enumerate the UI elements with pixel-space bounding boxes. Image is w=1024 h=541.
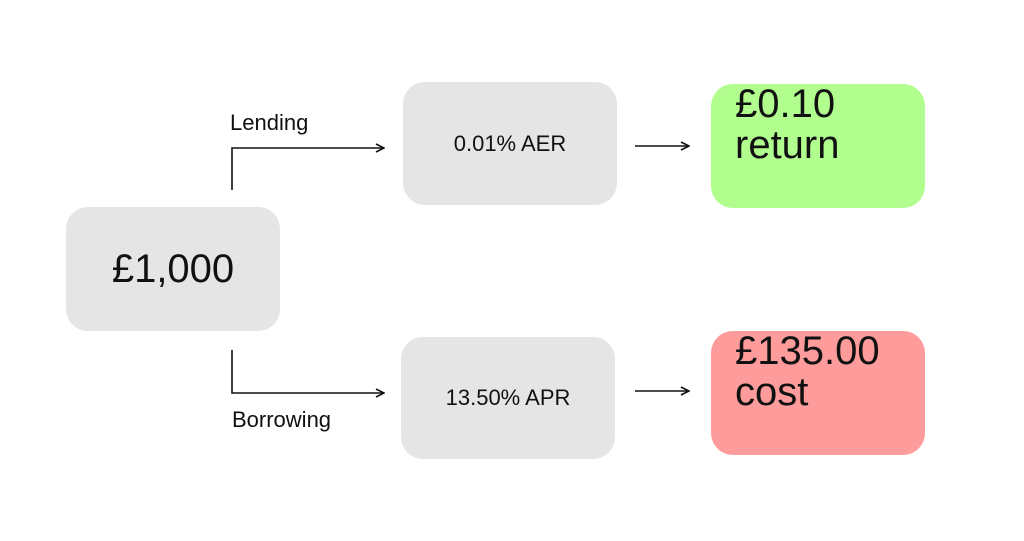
principal-amount: £1,000 [111, 246, 235, 291]
lending-label: Lending [230, 110, 309, 135]
borrowing-connector-arrow-icon [231, 350, 384, 393]
borrowing-result-amount: £135.00 [735, 329, 880, 373]
lending-connector-arrow-icon [231, 148, 384, 190]
borrowing-result-box: £135.00 cost [711, 331, 925, 455]
principal-box: £1,000 [66, 207, 280, 331]
borrowing-rate: 13.50% APR [445, 385, 571, 410]
lending-rate-box: 0.01% AER [403, 82, 617, 205]
lending-result-box: £0.10 return [711, 84, 925, 208]
borrowing-rate-box: 13.50% APR [401, 337, 615, 459]
borrowing-result-word: cost [735, 369, 809, 414]
borrowing-label: Borrowing [232, 407, 332, 432]
lending-result-amount: £0.10 [735, 82, 836, 126]
lending-result-word: return [735, 122, 840, 167]
lending-rate: 0.01% AER [453, 130, 567, 156]
